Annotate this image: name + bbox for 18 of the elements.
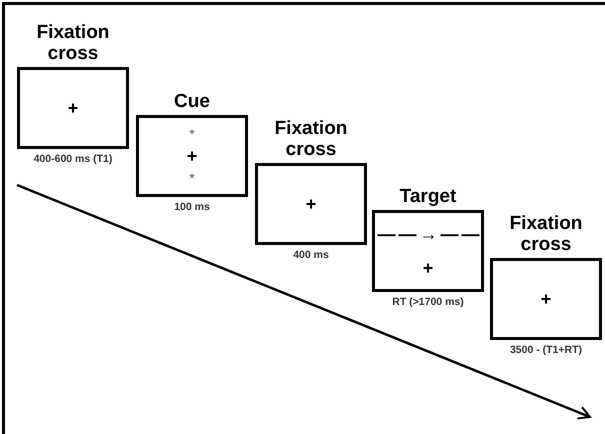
cue-symbol: * xyxy=(189,125,195,144)
stimulus-symbol: + xyxy=(540,288,552,310)
screen-heading: Fixation cross xyxy=(36,22,110,64)
stimulus-symbol: + xyxy=(186,145,198,167)
cue-symbol: * xyxy=(189,169,195,188)
duration-label: 3500 - (T1+RT) xyxy=(508,344,584,356)
stimulus-symbol: + xyxy=(68,97,78,119)
screen-heading: Cue xyxy=(173,91,211,112)
stimulus-symbol: + xyxy=(422,257,434,279)
screen-heading: Fixation cross xyxy=(274,118,348,160)
screen-heading: Target xyxy=(398,186,458,207)
screen-heading: Fixation cross xyxy=(508,213,584,255)
duration-label: RT (>1700 ms) xyxy=(391,296,465,308)
duration-label: 100 ms xyxy=(173,201,211,213)
stimulus-symbol: + xyxy=(306,193,316,215)
duration-label: 400-600 ms (T1) xyxy=(32,153,114,165)
duration-label: 400 ms xyxy=(292,249,330,261)
stimulus-symbol: — — → — — xyxy=(377,223,478,245)
